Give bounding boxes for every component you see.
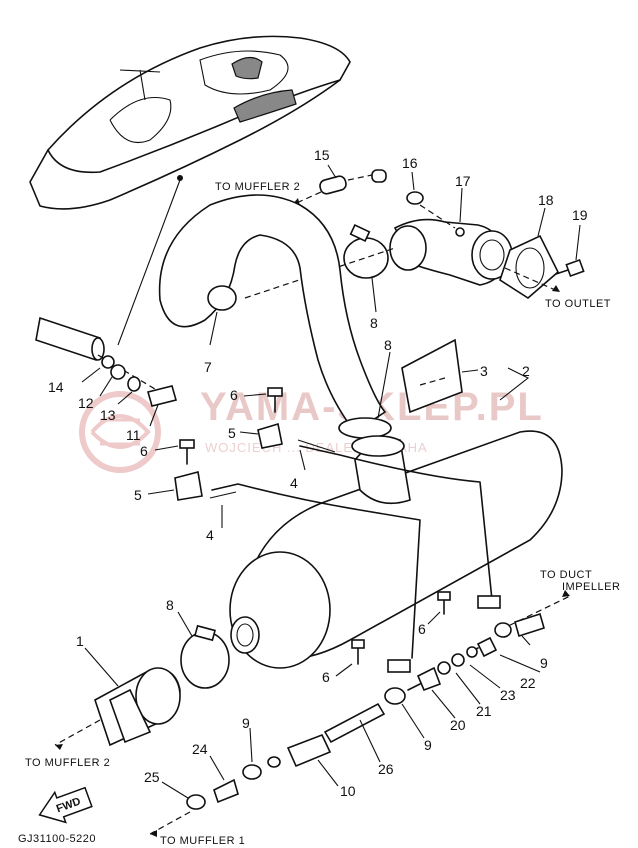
callout-23: 23 (500, 687, 516, 703)
callouts: 15 16 17 18 19 8 7 8 3 2 14 12 13 11 6 5… (48, 147, 588, 799)
part-10-fitting (267, 733, 339, 787)
part-19-bolt (555, 224, 585, 278)
callout-5-a: 5 (228, 425, 236, 441)
part-9-clamp-lower (242, 727, 262, 780)
part-24-joint (209, 755, 239, 804)
part-25-clamp (161, 781, 206, 810)
callout-14: 14 (48, 379, 64, 395)
part-6-bolt-upper (243, 387, 283, 413)
callout-19: 19 (572, 207, 588, 223)
callout-17: 17 (455, 173, 471, 189)
callout-7: 7 (204, 359, 212, 375)
callout-11: 11 (126, 427, 141, 443)
callout-8-top: 8 (370, 315, 378, 331)
callout-24: 24 (192, 741, 208, 757)
part-6-bolt-lower (335, 639, 365, 677)
part-8-clamp-lower (177, 611, 230, 689)
callout-18: 18 (538, 192, 554, 208)
label-to-muffler-1: TO MUFFLER 1 (160, 835, 245, 847)
callout-8-mid: 8 (384, 337, 392, 353)
callout-20: 20 (450, 717, 466, 733)
callout-6-c: 6 (418, 621, 426, 637)
part-7-exhaust-hose (158, 194, 387, 434)
part-6-bolt-mid (154, 439, 195, 465)
callout-15: 15 (314, 147, 330, 163)
callout-22: 22 (520, 675, 536, 691)
part-17-elbow (389, 187, 513, 286)
part-1-hose (54, 647, 181, 750)
part-8-clamp-top (343, 224, 389, 313)
part-26-hose (323, 702, 386, 763)
part-5-bracket-lower (147, 471, 203, 501)
part-18-gasket (499, 207, 559, 299)
callout-26: 26 (378, 761, 394, 777)
callout-6-d: 6 (322, 669, 330, 685)
label-to-duct: TO DUCT (540, 569, 592, 581)
callout-5-b: 5 (134, 487, 142, 503)
label-to-outlet: TO OUTLET (545, 298, 611, 310)
callout-9-b: 9 (424, 737, 432, 753)
callout-9-a: 9 (540, 655, 548, 671)
callout-12: 12 (78, 395, 94, 411)
callout-4-b: 4 (206, 527, 214, 543)
part-3-heat-shield (401, 338, 530, 414)
callout-16: 16 (402, 155, 418, 171)
callout-6-a: 6 (230, 387, 238, 403)
callout-3: 3 (480, 363, 488, 379)
watercraft-illustration (29, 35, 351, 346)
right-fittings (384, 612, 545, 739)
callout-9-c: 9 (242, 715, 250, 731)
diagram-code: GJ31100-5220 (18, 833, 96, 845)
callout-6-b: 6 (140, 443, 148, 459)
callout-2: 2 (522, 363, 530, 379)
callout-8-low: 8 (166, 597, 174, 613)
callout-13: 13 (100, 407, 116, 423)
callout-25: 25 (144, 769, 160, 785)
left-pipe-assembly (35, 316, 177, 427)
part-15-pipe (319, 169, 387, 195)
label-impeller: IMPELLER (562, 581, 620, 593)
label-to-muffler-2-top: TO MUFFLER 2 (215, 181, 300, 193)
callout-1: 1 (76, 633, 84, 649)
part-16-clamp (406, 171, 424, 205)
label-to-muffler-2-bottom: TO MUFFLER 2 (25, 757, 110, 769)
fwd-arrow: FWD (38, 786, 93, 824)
main-muffler (209, 430, 563, 673)
watermark-logo (79, 391, 161, 473)
part-6-bolt-right (427, 591, 451, 625)
callout-21: 21 (476, 703, 492, 719)
callout-4-a: 4 (290, 475, 298, 491)
callout-10: 10 (340, 783, 356, 799)
part-5-bracket-upper (239, 422, 283, 449)
